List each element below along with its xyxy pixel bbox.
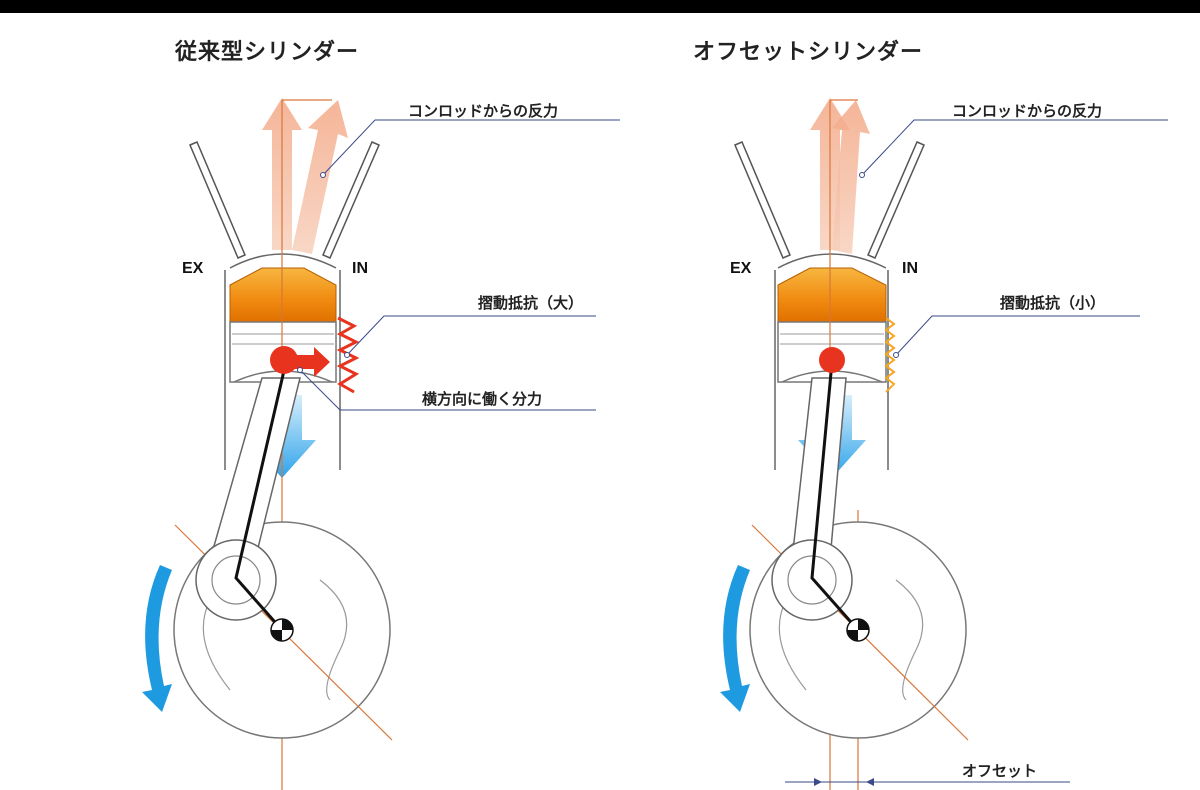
left-in-valve [322,141,380,259]
right-label-friction: 摺動抵抗（小） [1000,294,1106,312]
left-label-reaction: コンロッドからの反力 [408,102,559,120]
left-label-friction: 摺動抵抗（大） [478,294,584,312]
right-label-reaction: コンロッドからの反力 [952,102,1103,120]
left-ex-valve [189,141,246,259]
right-rotation-arrow [720,565,750,712]
left-reaction-arrow-diagonal [292,100,348,254]
right-piston-pin [819,347,845,373]
right-cylinder-diagram [720,98,1168,790]
left-label-ex: EX [182,260,204,277]
left-rotation-arrow [142,565,172,712]
right-label-in: IN [902,260,918,277]
right-rod-centerline [810,361,860,631]
right-label-offset: オフセット [962,762,1038,780]
right-title: オフセットシリンダー [693,40,924,65]
right-in-valve [867,141,925,259]
left-piston-crown [229,267,337,323]
left-lateral-force-arrow [290,347,330,377]
right-piston-crown [777,267,887,323]
right-reaction-arrow-diagonal [832,100,870,254]
right-ex-valve [734,141,791,259]
left-label-lateral: 横方向に働く分力 [422,390,543,408]
top-black-bar [0,0,1200,13]
left-title: 従来型シリンダー [175,40,360,65]
right-label-ex: EX [730,260,752,277]
right-friction-zigzag [884,317,896,393]
left-rod-centerline [234,361,288,631]
left-cylinder-diagram [142,98,620,790]
left-label-in: IN [352,260,368,277]
